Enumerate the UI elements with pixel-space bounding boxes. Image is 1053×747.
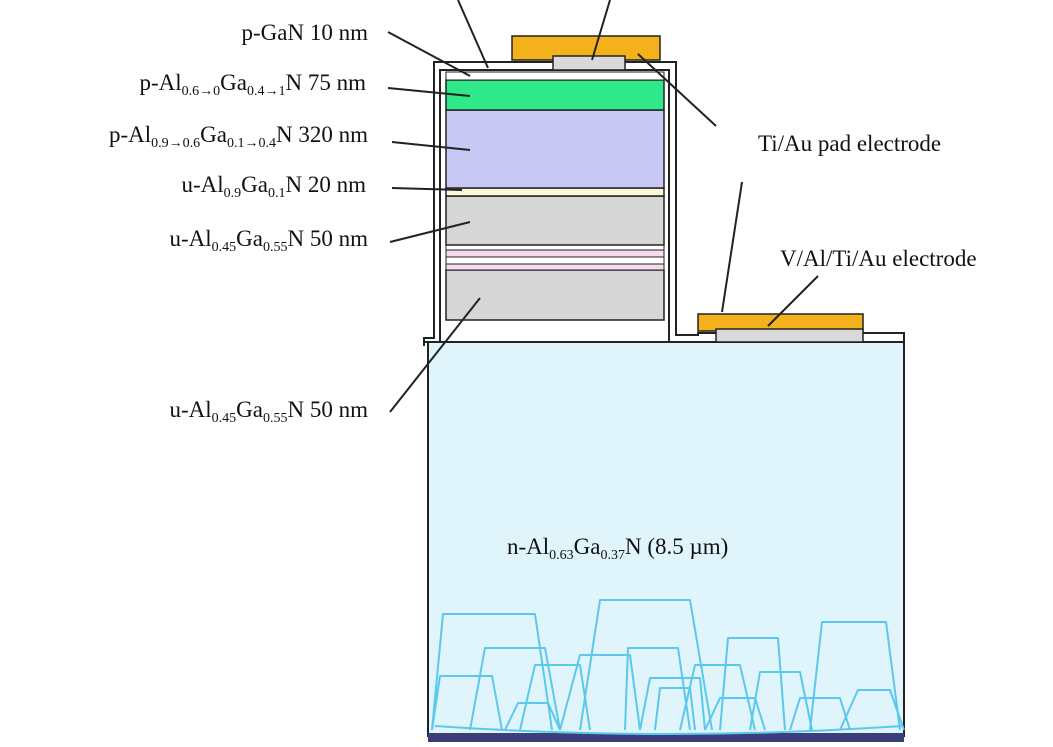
label-text: N 20 nm: [286, 172, 367, 197]
label-text: Ga: [200, 122, 227, 147]
label-text: n-Al: [507, 534, 549, 559]
label-subscript: 0.63: [549, 548, 574, 563]
mqw-layer-1: [445, 263, 665, 271]
leader-u-algan-20: [391, 187, 463, 191]
leader-u-algan-50-bottom: [389, 297, 481, 413]
surface-roughness: [431, 599, 905, 735]
label-u-algan-50-top: u-Al0.45Ga0.55N 50 nm: [170, 226, 369, 255]
label-subscript: 0.4→1: [247, 84, 286, 99]
ti-au-contact: [552, 55, 626, 71]
label-text: Ga: [236, 226, 263, 251]
label-n-algan: n-Al0.63Ga0.37N (8.5 µm): [507, 534, 728, 563]
label-text: N 50 nm: [288, 397, 369, 422]
leader-u-algan-50-top: [389, 221, 471, 243]
label-p-algan-320: p-Al0.9→0.6Ga0.1→0.4N 320 nm: [109, 122, 368, 151]
leader-p-gan: [387, 31, 471, 77]
label-subscript: 0.6→0: [182, 84, 221, 99]
mqw-layer-3: [445, 249, 665, 258]
leader-top-right: [591, 0, 611, 61]
label-subscript: 0.45: [212, 240, 237, 255]
label-text: p-Al: [140, 70, 182, 95]
p-gan-layer: [445, 71, 665, 81]
label-text: u-Al: [170, 397, 212, 422]
leader-top-left: [457, 0, 489, 69]
label-text: N 75 nm: [286, 70, 367, 95]
label-subscript: 0.1→0.4: [227, 136, 276, 151]
leader-p-algan-320: [391, 141, 471, 151]
n-algan-substrate: [427, 341, 905, 737]
label-subscript: 0.1: [268, 186, 286, 201]
label-text: u-Al: [182, 172, 224, 197]
leader-v-electrode-b: [767, 275, 819, 327]
label-text: V/Al/Ti/Au electrode: [780, 246, 977, 271]
label-text: Ti/Au pad electrode: [758, 131, 941, 156]
label-text: N 50 nm: [288, 226, 369, 251]
label-p-algan-75: p-Al0.6→0Ga0.4→1N 75 nm: [140, 70, 367, 99]
label-p-gan: p-GaN 10 nm: [242, 20, 369, 45]
u-algan-layer-top: [445, 195, 665, 246]
label-text: p-GaN 10 nm: [242, 20, 369, 45]
p-algan-320-layer: [445, 109, 665, 189]
label-text: Ga: [574, 534, 601, 559]
label-u-algan-50-bottom: u-Al0.45Ga0.55N 50 nm: [170, 397, 369, 426]
label-text: Ga: [220, 70, 247, 95]
label-text: N 320 nm: [276, 122, 368, 147]
label-text: u-Al: [170, 226, 212, 251]
label-u-algan-20: u-Al0.9Ga0.1N 20 nm: [182, 172, 367, 201]
u-algan-20-layer: [445, 187, 665, 197]
label-text: Ga: [241, 172, 268, 197]
mqw-layer-2: [445, 256, 665, 265]
label-subscript: 0.55: [263, 411, 288, 426]
label-text: p-Al: [109, 122, 151, 147]
p-algan-75-layer: [445, 79, 665, 111]
label-text: Ga: [236, 397, 263, 422]
label-subscript: 0.55: [263, 240, 288, 255]
leader-lines: [387, 0, 819, 413]
u-algan-layer-bottom: [445, 269, 665, 321]
label-text: N (8.5 µm): [625, 534, 728, 559]
label-subscript: 0.9→0.6: [151, 136, 200, 151]
label-subscript: 0.45: [212, 411, 237, 426]
label-ti-au-pad-electrode: Ti/Au pad electrode: [758, 131, 941, 156]
leader-p-algan-75: [387, 87, 471, 97]
label-subscript: 0.9: [224, 186, 242, 201]
v-al-ti-au-contact: [715, 328, 864, 343]
bottom-bar: [428, 733, 904, 742]
label-subscript: 0.37: [601, 548, 626, 563]
leader-v-electrode-a: [721, 181, 743, 313]
leader-ti-au: [637, 53, 717, 127]
label-v-al-ti-au-electrode: V/Al/Ti/Au electrode: [780, 246, 977, 271]
